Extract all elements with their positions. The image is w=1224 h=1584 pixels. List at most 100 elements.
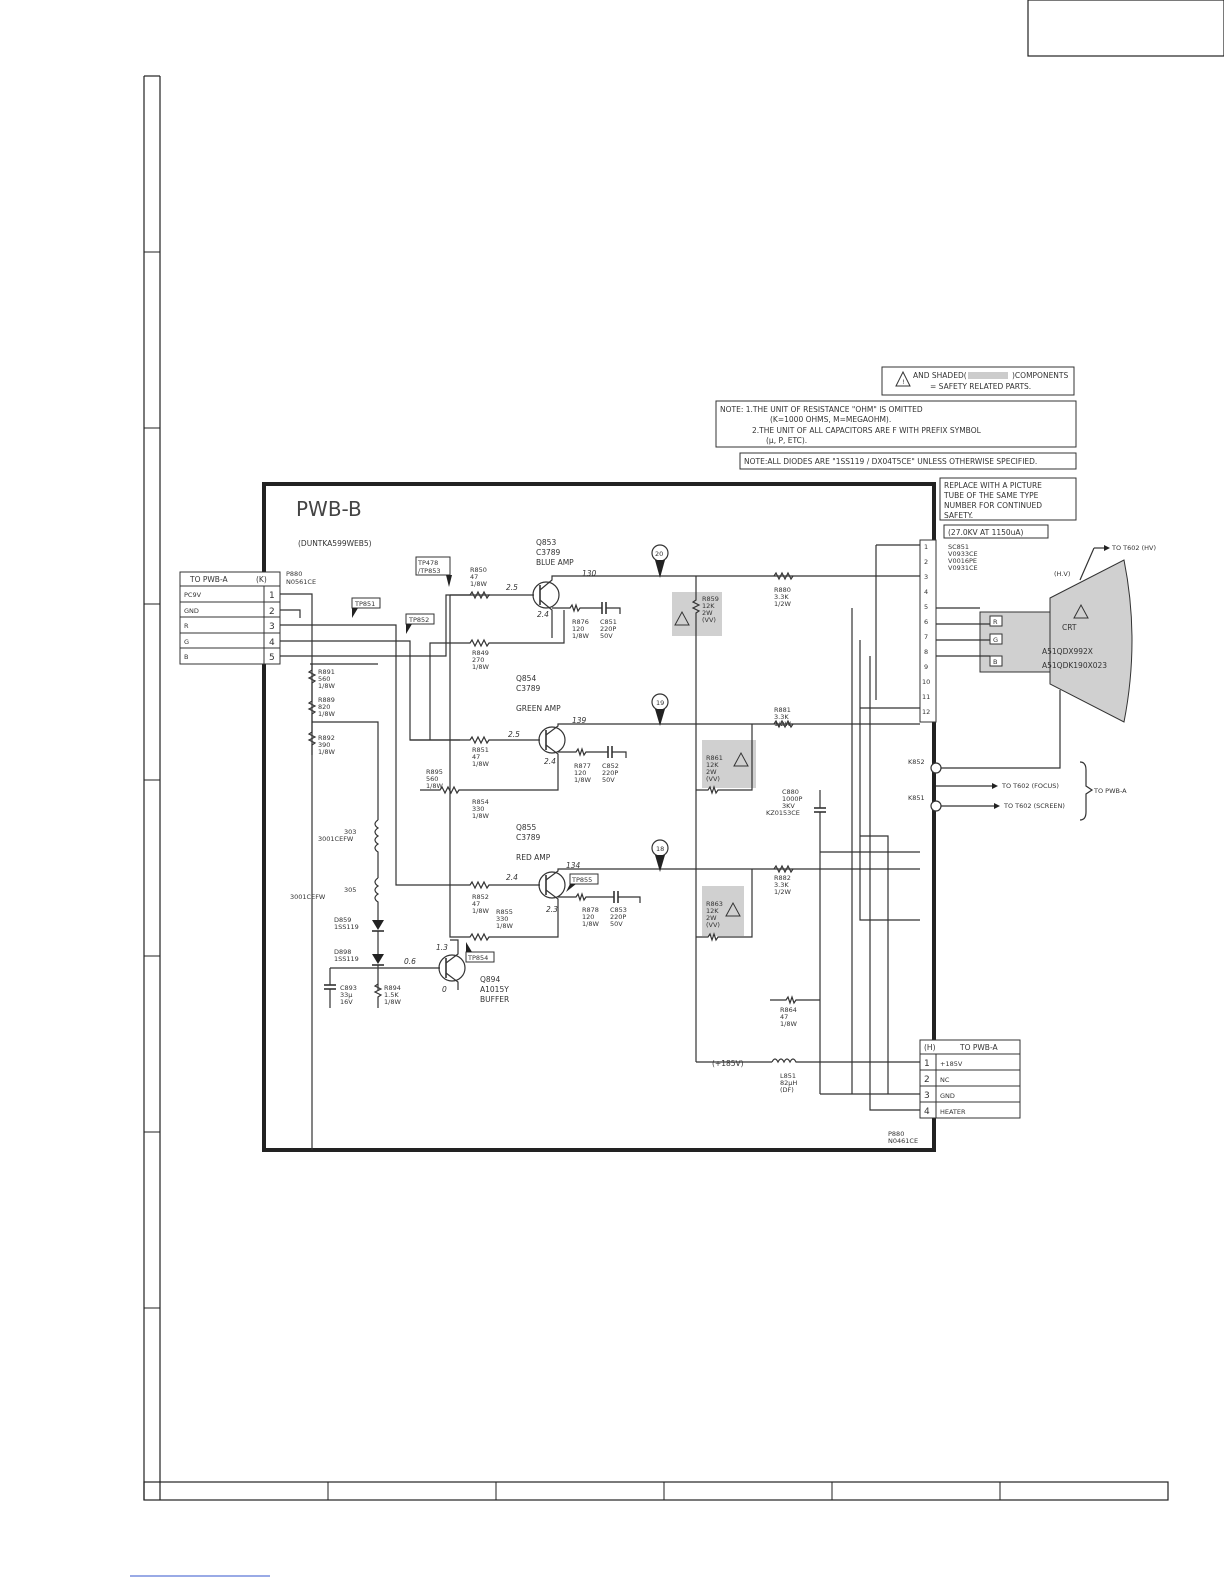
svg-text:560: 560	[426, 775, 438, 783]
svg-text:TO PWB-A: TO PWB-A	[1093, 787, 1127, 795]
svg-text:V0933CE: V0933CE	[948, 550, 978, 558]
svg-text:R895: R895	[426, 768, 443, 776]
svg-text:B: B	[184, 653, 188, 661]
svg-text:R850: R850	[470, 566, 487, 574]
green-amp-stage: Q854 C3789 GREEN AMP R851 47 1/8W 2.5 2.…	[410, 674, 920, 820]
svg-text:AND SHADED(: AND SHADED(	[913, 371, 967, 380]
svg-text:0: 0	[442, 985, 447, 994]
svg-text:47: 47	[470, 573, 478, 581]
svg-text:2: 2	[269, 607, 275, 617]
svg-text:1: 1	[269, 591, 275, 601]
svg-text:(μ, P, ETC).: (μ, P, ETC).	[766, 436, 807, 445]
svg-text:K851: K851	[908, 794, 925, 802]
svg-text:R855: R855	[496, 908, 513, 916]
svg-text:20: 20	[655, 550, 663, 558]
svg-text:330: 330	[496, 915, 508, 923]
svg-text:TP852: TP852	[408, 616, 429, 624]
svg-text:P880: P880	[286, 570, 302, 578]
svg-text:1: 1	[924, 543, 928, 551]
svg-text:KZ0153CE: KZ0153CE	[766, 809, 800, 817]
svg-text:1/8W: 1/8W	[384, 998, 401, 1006]
svg-text:1/8W: 1/8W	[426, 782, 443, 790]
svg-text:47: 47	[472, 753, 480, 761]
svg-text:PC9V: PC9V	[184, 591, 202, 599]
svg-text:330: 330	[472, 805, 484, 813]
svg-text:1/2W: 1/2W	[774, 600, 791, 608]
page-frame	[130, 0, 1224, 1577]
svg-text:3.3K: 3.3K	[774, 593, 789, 601]
svg-text:NC: NC	[940, 1076, 950, 1084]
svg-text:1000P: 1000P	[782, 795, 803, 803]
svg-text:R880: R880	[774, 586, 791, 594]
svg-text:1/8W: 1/8W	[472, 812, 489, 820]
svg-text:R894: R894	[384, 984, 401, 992]
svg-text:2W: 2W	[702, 609, 713, 617]
svg-text:L851: L851	[780, 1072, 796, 1080]
svg-text:2.THE UNIT OF ALL CAPACITORS A: 2.THE UNIT OF ALL CAPACITORS ARE F WITH …	[752, 426, 982, 435]
svg-text:303: 303	[344, 828, 356, 836]
svg-text:C893: C893	[340, 984, 357, 992]
svg-text:2W: 2W	[706, 768, 717, 776]
svg-text:11: 11	[922, 693, 930, 701]
svg-text:HEATER: HEATER	[940, 1108, 966, 1116]
svg-text:1/8W: 1/8W	[472, 663, 489, 671]
svg-text:1.3: 1.3	[436, 943, 448, 952]
svg-text:Q855: Q855	[516, 823, 536, 832]
svg-text:1/2W: 1/2W	[774, 720, 791, 728]
svg-text:P880: P880	[888, 1130, 904, 1138]
svg-text:G: G	[184, 638, 189, 646]
waveform-markers: 20 19 18	[651, 544, 669, 872]
svg-text:390: 390	[318, 741, 330, 749]
svg-text:!: !	[902, 378, 905, 386]
svg-text:TO PWB-A: TO PWB-A	[959, 1043, 998, 1052]
svg-text:1/8W: 1/8W	[470, 580, 487, 588]
svg-text:TO T602 (FOCUS): TO T602 (FOCUS)	[1001, 782, 1059, 790]
svg-text:10: 10	[922, 678, 930, 686]
svg-text:3KV: 3KV	[782, 802, 795, 810]
svg-text:TO T602 (HV): TO T602 (HV)	[1111, 544, 1156, 552]
svg-text:R882: R882	[774, 874, 791, 882]
svg-text:2.4: 2.4	[544, 757, 556, 766]
svg-text:C852: C852	[602, 762, 619, 770]
svg-text:7: 7	[924, 633, 928, 641]
svg-text:50V: 50V	[602, 776, 615, 784]
svg-text:C853: C853	[610, 906, 627, 914]
svg-text:C851: C851	[600, 618, 617, 626]
svg-text:(VV): (VV)	[706, 921, 720, 929]
svg-text:TP851: TP851	[354, 600, 375, 608]
svg-text:12: 12	[922, 708, 930, 716]
svg-text:120: 120	[574, 769, 586, 777]
connector-h: (H) TO PWB-A 1 +185V 2 NC 3 GND 4 HEATER…	[820, 1039, 1021, 1145]
svg-text:5: 5	[924, 603, 928, 611]
bias-network: R891 560 1/8W R889 820 1/8W R892 390 1/8…	[290, 664, 509, 1008]
svg-text:R864: R864	[780, 1006, 797, 1014]
svg-text:R854: R854	[472, 798, 489, 806]
svg-text:130: 130	[582, 569, 597, 578]
svg-text:1/8W: 1/8W	[572, 632, 589, 640]
svg-text:V0016PE: V0016PE	[948, 557, 977, 565]
svg-text:RED AMP: RED AMP	[516, 853, 551, 862]
svg-text:N0461CE: N0461CE	[888, 1137, 918, 1145]
svg-text:R889: R889	[318, 696, 335, 704]
svg-text:1/8W: 1/8W	[582, 920, 599, 928]
svg-text:134: 134	[566, 861, 581, 870]
svg-text:(VV): (VV)	[706, 775, 720, 783]
svg-text:= SAFETY RELATED PARTS.: = SAFETY RELATED PARTS.	[930, 382, 1031, 391]
svg-text:(K): (K)	[256, 575, 267, 584]
svg-text:19: 19	[656, 699, 664, 707]
output-resistors: R880 3.3K 1/2W R881 3.3K 1/2W R882 3.3K …	[696, 571, 920, 1111]
svg-text:33μ: 33μ	[340, 991, 352, 999]
svg-text:(H): (H)	[924, 1043, 936, 1052]
svg-text:50V: 50V	[610, 920, 623, 928]
svg-text:3: 3	[269, 622, 275, 632]
svg-text:1SS119: 1SS119	[334, 923, 359, 931]
svg-text:CRT: CRT	[1062, 623, 1077, 632]
svg-text:PWB-B: PWB-B	[296, 497, 362, 521]
svg-text:A1015Y: A1015Y	[480, 985, 509, 994]
svg-text:NOTE:ALL DIODES ARE "1SS119 /: NOTE:ALL DIODES ARE "1SS119 / DX04T5CE" …	[744, 457, 1037, 466]
svg-text:2.5: 2.5	[508, 730, 520, 739]
svg-text:12K: 12K	[702, 602, 715, 610]
svg-text:50V: 50V	[600, 632, 613, 640]
svg-text:Q853: Q853	[536, 538, 556, 547]
svg-text:(VV): (VV)	[702, 616, 716, 624]
